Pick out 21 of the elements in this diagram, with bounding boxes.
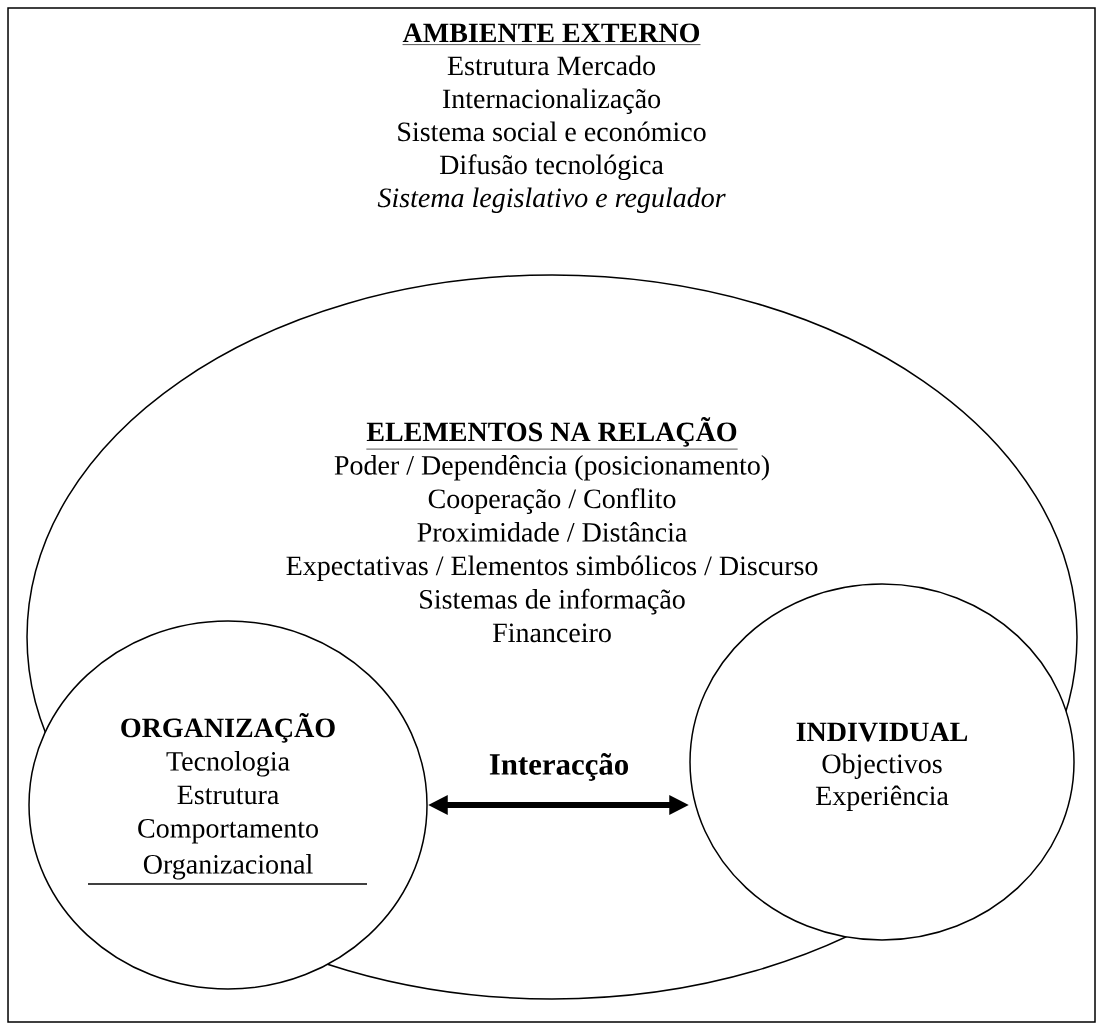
text-line: Estrutura [177,785,279,805]
text-line: Estrutura Mercado [447,55,656,76]
text-line: Sistemas de informação [420,588,685,615]
heading: AMBIENTE EXTERNO [402,23,701,45]
heading: INDIVIDUAL [796,722,968,742]
heading: ORGANIZAÇÃO [121,712,335,743]
text-line: Financeiro [492,623,611,643]
heading: ELEMENTOS NA RELAÇÃO [366,416,738,450]
text-line: Proximidade / Distância [417,522,687,542]
text-line: Cooperação / Conflito [428,488,676,514]
text-line: Difusão tecnológica [439,154,664,181]
text-line: Internacionalização [442,88,661,114]
text-line: Tecnologia [166,751,290,777]
text-line: Objectivos [822,753,942,779]
text-line: Poder / Dependência (posicionamento) [334,455,769,481]
text-line: Sistema social e económico [398,121,706,142]
text-line: Comportamento Organizacional [138,818,318,880]
text-line: Sistema legislativo e regulador [377,187,726,213]
text-line: Expectativas / Elementos simbólicos / Discurso [286,555,818,581]
text-line: Experiência [815,785,949,811]
edge-label: Interacção [487,751,631,783]
